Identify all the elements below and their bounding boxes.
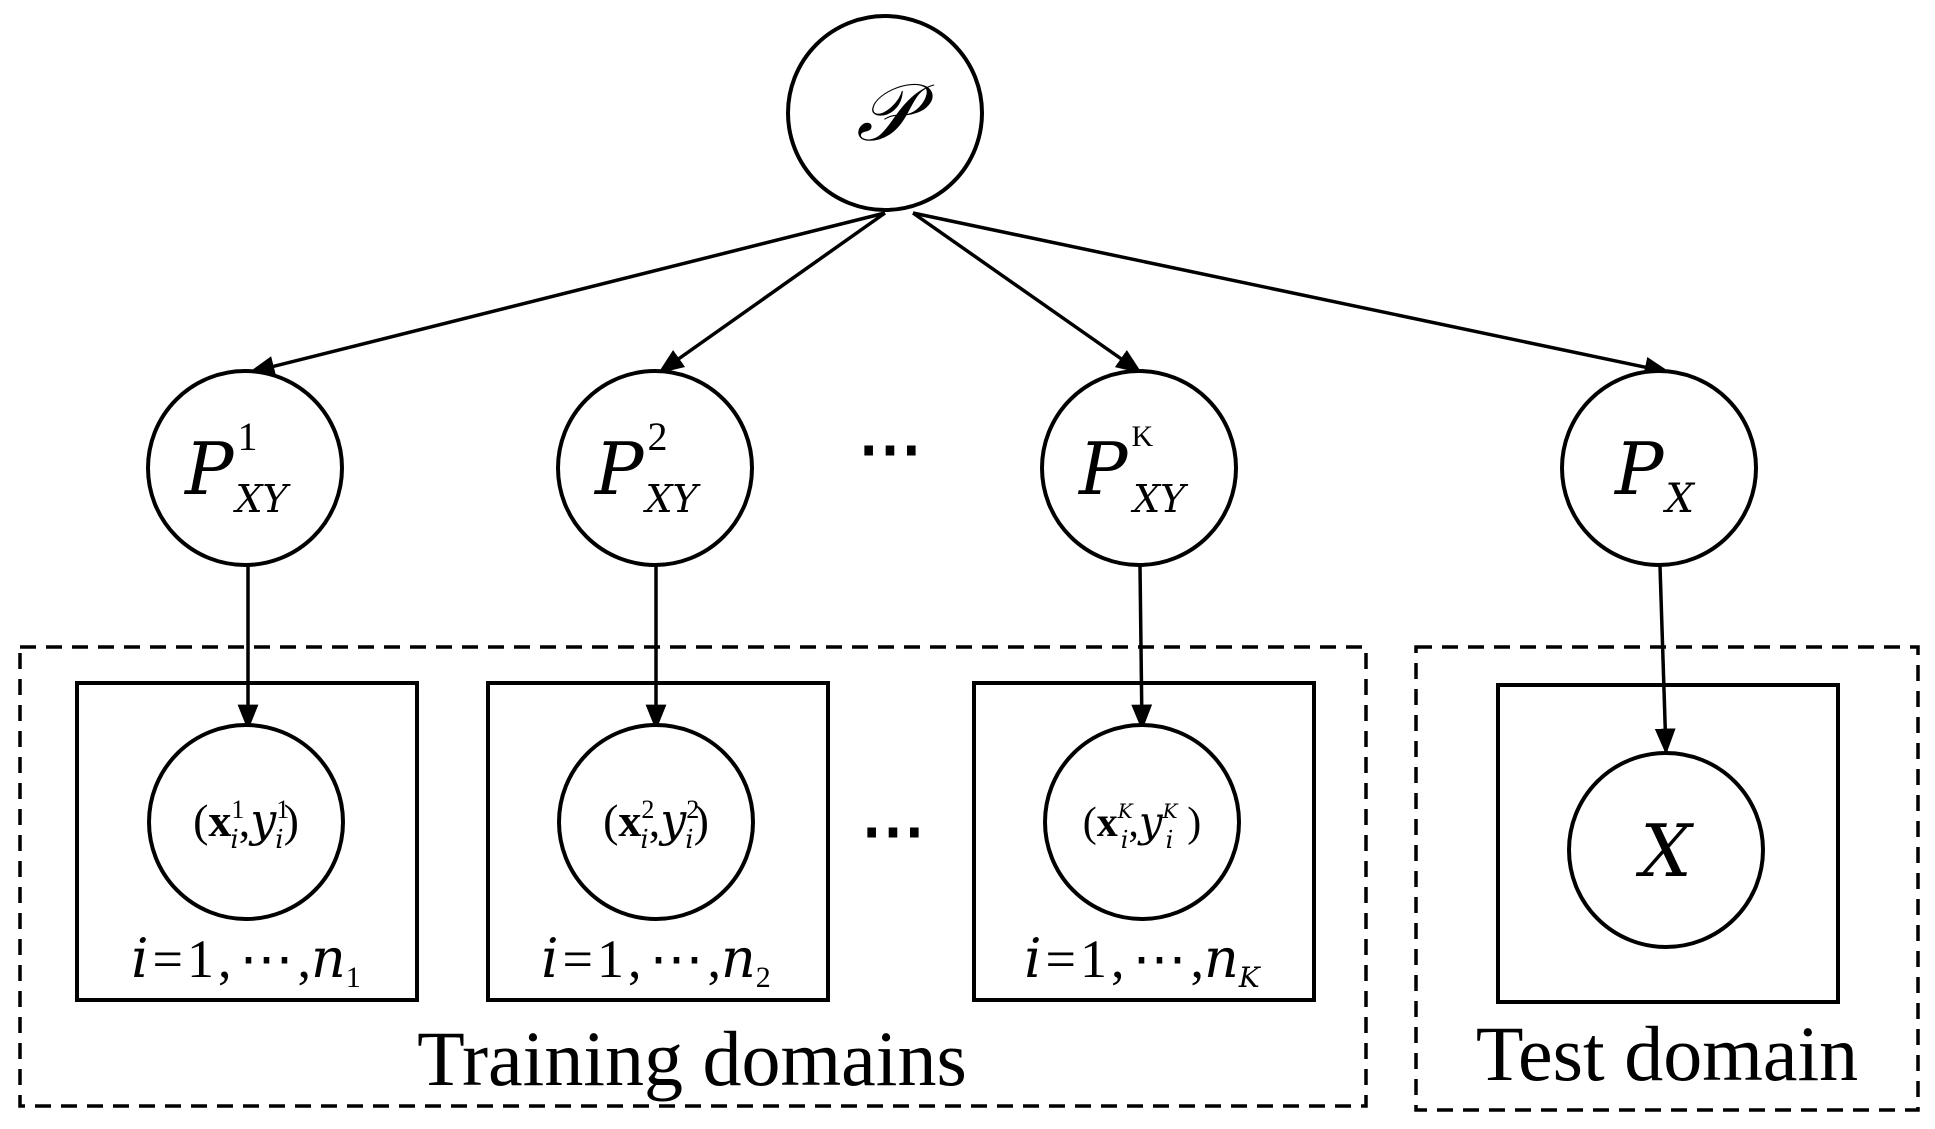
domain-node-k bbox=[1040, 369, 1238, 567]
domain-node-2 bbox=[556, 369, 754, 567]
test-sample-node bbox=[1567, 751, 1765, 949]
training-domains-group bbox=[18, 645, 1368, 1108]
edge-root-to-domain-1 bbox=[248, 211, 886, 377]
ellipsis-middle: ⋯ bbox=[861, 793, 925, 868]
index-label-1: i=1,⋯,n1 bbox=[131, 927, 361, 994]
edge-test-to-sample bbox=[1654, 565, 1676, 755]
domain-node-1 bbox=[146, 369, 344, 567]
ellipsis-top: ⋯ bbox=[858, 411, 922, 486]
training-domains-caption: Training domains bbox=[417, 1015, 967, 1102]
test-domain-group bbox=[1414, 645, 1920, 1112]
edge-domain-k-to-sample bbox=[1131, 565, 1153, 731]
plate-test bbox=[1496, 683, 1840, 1004]
sample-node-k bbox=[1043, 723, 1241, 921]
plate-domain-2 bbox=[486, 681, 830, 1002]
index-label-k: i=1,⋯,nK bbox=[1024, 927, 1262, 994]
edge-root-to-domain-2 bbox=[657, 211, 887, 374]
test-domain-caption: Test domain bbox=[1476, 1010, 1858, 1097]
test-node-label: PX bbox=[1613, 427, 1695, 522]
test-node bbox=[1560, 369, 1758, 567]
sample-node-1 bbox=[147, 723, 345, 921]
test-sample-label: X bbox=[1635, 809, 1694, 893]
plate-domain-k bbox=[972, 681, 1316, 1002]
edge-root-to-domain-k bbox=[911, 211, 1143, 374]
sample-node-2 bbox=[557, 723, 755, 921]
edge-root-to-test bbox=[912, 211, 1671, 378]
index-label-2: i=1,⋯,n2 bbox=[541, 927, 771, 994]
root-node bbox=[786, 14, 984, 212]
